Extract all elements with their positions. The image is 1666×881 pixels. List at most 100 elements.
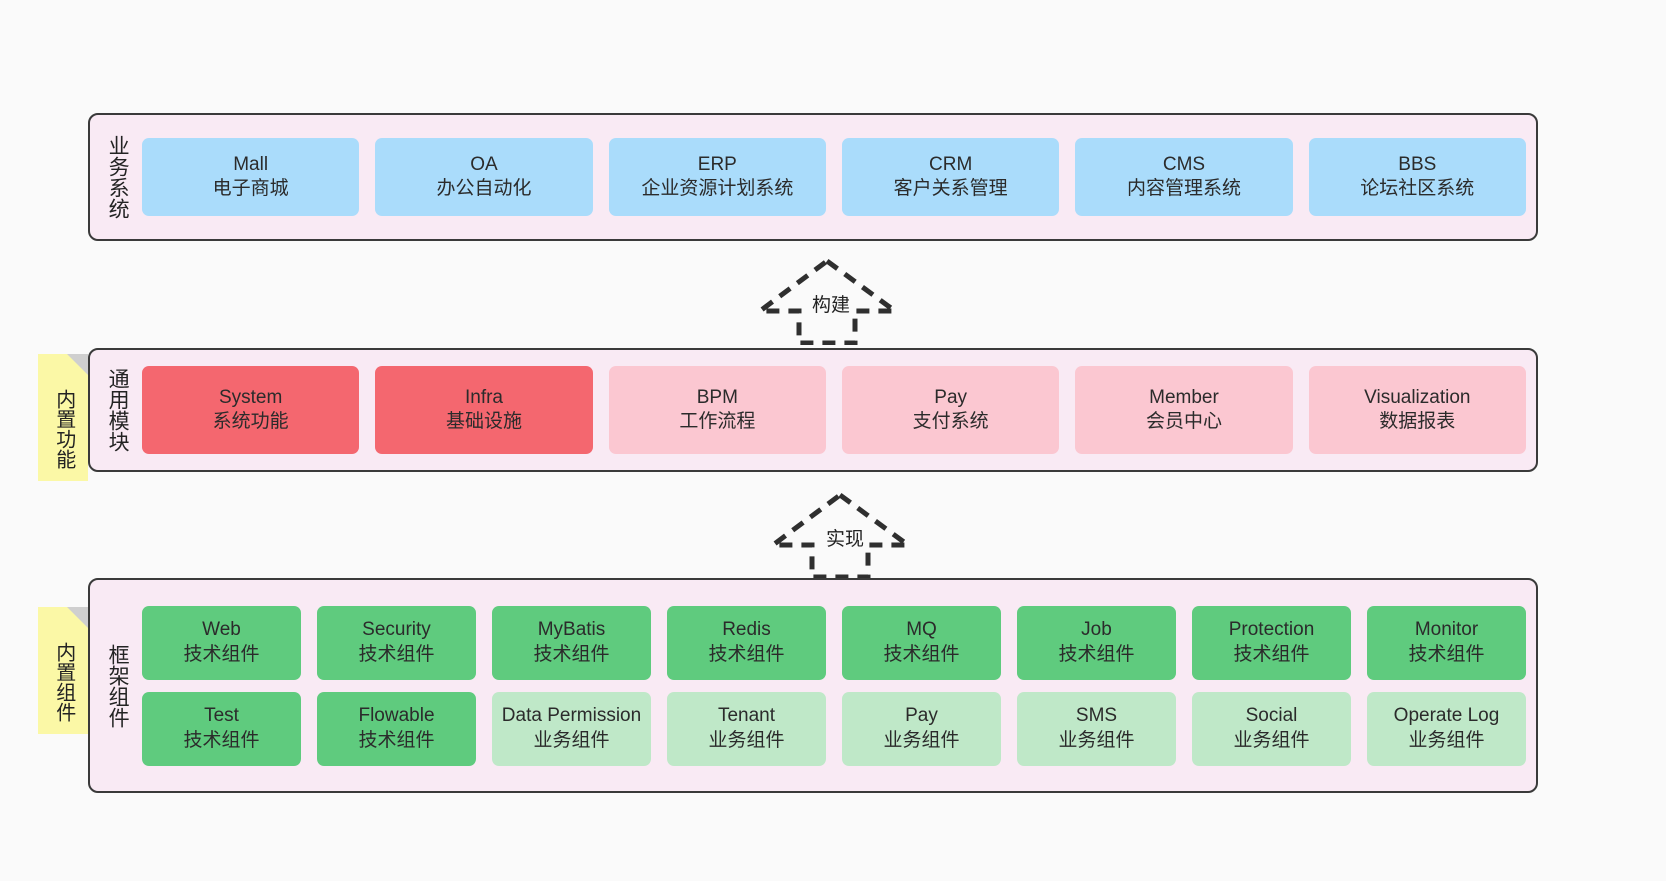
card-subtitle: 基础设施 [445,411,522,432]
card-subtitle: 工作流程 [679,411,756,432]
card-security[interactable]: Security 技术组件 [317,605,476,680]
card-subtitle: 客户关系管理 [893,178,1008,199]
layer-business-systems[interactable]: 业务系统 Mall 电子商城 OA 办公自动化 ERP 企业资源计划系统 CRM… [88,113,1538,241]
card-row: Test 技术组件 Flowable 技术组件 Data Permission … [142,691,1526,766]
card-title: CMS [1162,153,1206,175]
card-subtitle: 业务组件 [1408,729,1485,751]
card-cms[interactable]: CMS 内容管理系统 [1075,138,1293,216]
note-label: 内置组件 [52,641,75,722]
card-subtitle: 业务组件 [1058,729,1135,751]
card-bpm[interactable]: BPM 工作流程 [608,366,826,454]
card-tenant[interactable]: Tenant 业务组件 [667,691,826,766]
card-oa[interactable]: OA 办公自动化 [375,138,593,216]
card-title: Member [1149,386,1219,408]
card-title: Web [202,619,241,641]
card-title: Visualization [1364,386,1471,408]
card-title: MyBatis [537,619,606,641]
card-erp[interactable]: ERP 企业资源计划系统 [608,138,826,216]
card-monitor[interactable]: Monitor 技术组件 [1367,605,1526,680]
card-title: ERP [697,153,737,175]
connector-build-label: 构建 [812,295,851,316]
card-system[interactable]: System 系统功能 [142,366,360,454]
card-title: Redis [722,619,771,641]
layer-title-common-modules: 通用模块 [106,368,130,452]
card-title: BPM [696,386,738,408]
card-subtitle: 数据报表 [1379,411,1456,432]
layer-body-business-systems: Mall 电子商城 OA 办公自动化 ERP 企业资源计划系统 CRM 客户关系… [134,123,1526,231]
card-social[interactable]: Social 业务组件 [1192,691,1351,766]
card-title: Security [362,619,431,641]
card-title: System [218,386,283,408]
card-title: Operate Log [1393,705,1500,727]
card-test[interactable]: Test 技术组件 [142,691,301,766]
card-operate-log[interactable]: Operate Log 业务组件 [1367,691,1526,766]
layer-title-business-systems: 业务系统 [106,135,130,219]
connector-build-arrow [755,257,900,345]
card-sms[interactable]: SMS 业务组件 [1017,691,1176,766]
layer-body-framework-components: Web 技术组件 Security 技术组件 MyBatis 技术组件 Redi… [134,588,1526,783]
card-subtitle: 业务组件 [1233,729,1310,751]
card-title: BBS [1398,153,1437,175]
card-subtitle: 技术组件 [883,643,960,665]
card-subtitle: 技术组件 [1233,643,1310,665]
card-subtitle: 企业资源计划系统 [641,178,794,199]
card-web[interactable]: Web 技术组件 [142,605,301,680]
card-member[interactable]: Member 会员中心 [1075,366,1293,454]
card-mall[interactable]: Mall 电子商城 [142,138,360,216]
card-visualization[interactable]: Visualization 数据报表 [1308,366,1526,454]
card-subtitle: 支付系统 [912,411,989,432]
card-row: System 系统功能 Infra 基础设施 BPM 工作流程 Pay 支付系统… [142,366,1526,454]
card-title: MQ [906,619,937,641]
card-subtitle: 内容管理系统 [1126,178,1241,199]
card-title: CRM [929,153,973,175]
card-infra[interactable]: Infra 基础设施 [375,366,593,454]
connector-implement-label: 实现 [826,529,865,550]
card-mybatis[interactable]: MyBatis 技术组件 [492,605,651,680]
note-builtin-components[interactable]: 内置组件 [38,607,88,734]
card-title: Tenant [717,705,776,727]
card-title: Monitor [1414,619,1479,641]
card-title: Protection [1228,619,1315,641]
card-subtitle: 技术组件 [183,643,260,665]
card-title: Job [1081,619,1112,641]
card-protection[interactable]: Protection 技术组件 [1192,605,1351,680]
card-flowable[interactable]: Flowable 技术组件 [317,691,476,766]
card-subtitle: 技术组件 [358,643,435,665]
card-pay-business[interactable]: Pay 业务组件 [842,691,1001,766]
card-subtitle: 技术组件 [533,643,610,665]
card-title: Mall [233,153,269,175]
card-subtitle: 电子商城 [212,178,289,199]
card-title: Pay [905,705,938,727]
card-crm[interactable]: CRM 客户关系管理 [841,138,1060,216]
card-subtitle: 技术组件 [708,643,785,665]
card-title: Social [1245,705,1298,727]
card-subtitle: 技术组件 [1408,643,1485,665]
card-subtitle: 业务组件 [708,729,785,751]
card-mq[interactable]: MQ 技术组件 [842,605,1001,680]
card-pay[interactable]: Pay 支付系统 [841,366,1060,454]
card-subtitle: 技术组件 [1058,643,1135,665]
card-title: Infra [464,386,503,408]
layer-body-common-modules: System 系统功能 Infra 基础设施 BPM 工作流程 Pay 支付系统… [134,358,1526,462]
card-title: SMS [1075,705,1118,727]
card-data-permission[interactable]: Data Permission 业务组件 [492,691,651,766]
card-subtitle: 系统功能 [212,411,289,432]
card-subtitle: 技术组件 [183,729,260,751]
card-bbs[interactable]: BBS 论坛社区系统 [1308,138,1526,216]
connector-implement-arrow [768,491,913,579]
card-title: Flowable [358,705,435,727]
card-title: Test [204,705,239,727]
layer-common-modules[interactable]: 通用模块 System 系统功能 Infra 基础设施 BPM 工作流程 Pay… [88,348,1538,472]
card-subtitle: 会员中心 [1145,411,1222,432]
card-job[interactable]: Job 技术组件 [1017,605,1176,680]
card-redis[interactable]: Redis 技术组件 [667,605,826,680]
note-fold-icon [67,354,88,375]
note-builtin-features[interactable]: 内置功能 [38,354,88,481]
card-subtitle: 技术组件 [358,729,435,751]
card-row: Web 技术组件 Security 技术组件 MyBatis 技术组件 Redi… [142,605,1526,680]
card-subtitle: 论坛社区系统 [1360,178,1475,199]
card-title: OA [470,153,498,175]
layer-framework-components[interactable]: 框架组件 Web 技术组件 Security 技术组件 MyBatis 技术组件… [88,578,1538,793]
card-title: Pay [934,386,968,408]
